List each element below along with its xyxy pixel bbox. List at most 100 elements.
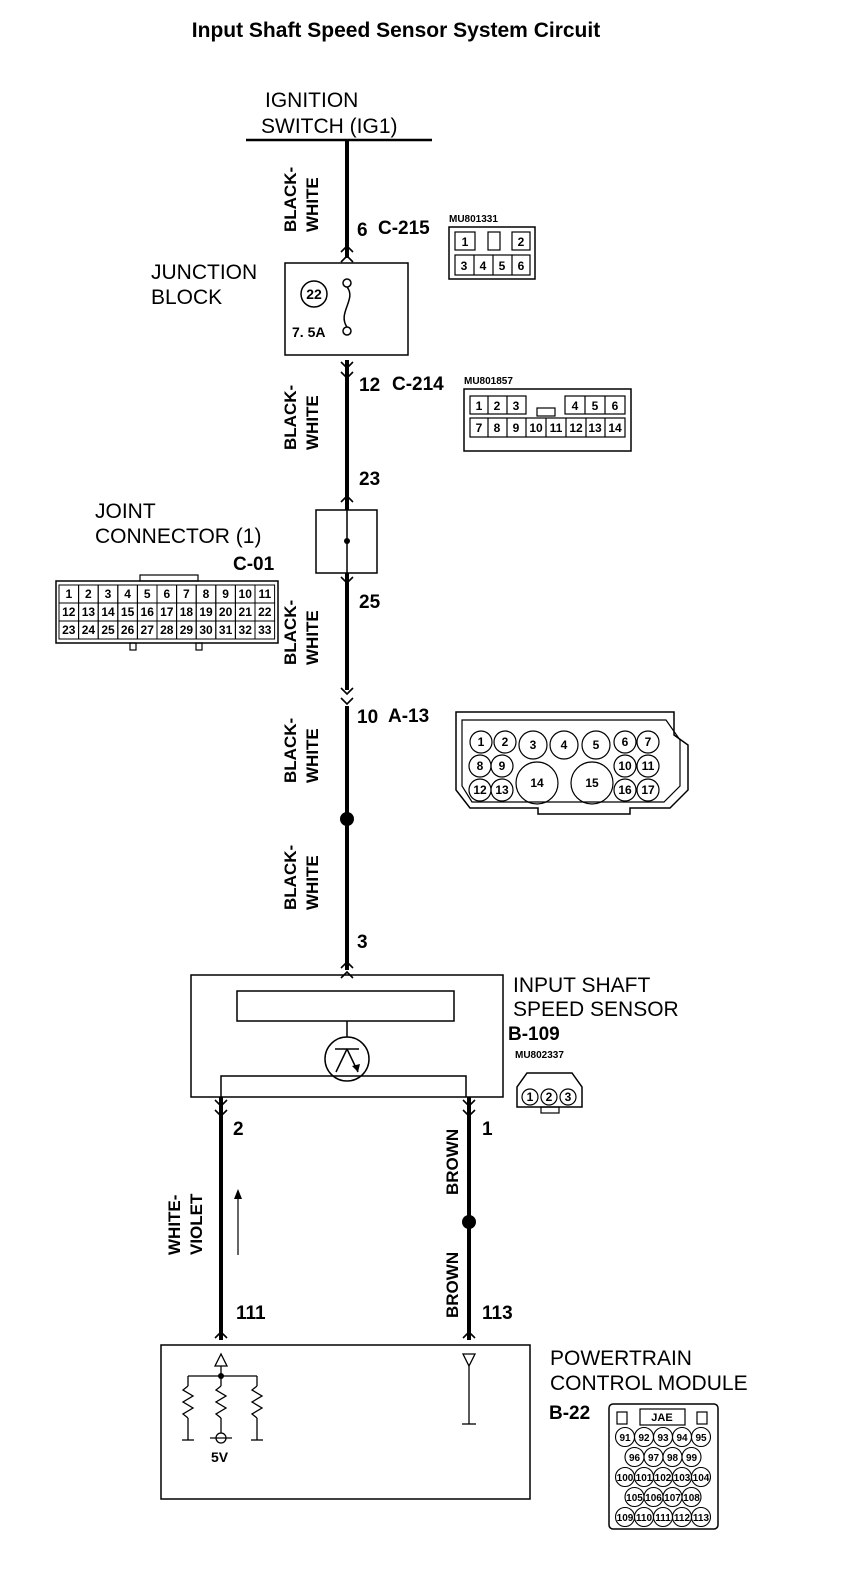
pcm-pin-label: 98 [667, 1453, 679, 1464]
svg-text:5: 5 [499, 259, 506, 273]
svg-text:2: 2 [518, 235, 525, 249]
c01-pin-label: 31 [219, 623, 233, 637]
c01-pin-label: 12 [62, 605, 76, 619]
a13-pin-label: 7 [645, 735, 652, 749]
wire-label-black-white-1: BLACK- WHITE [281, 167, 322, 232]
junction-block-box [284, 262, 409, 356]
c01-pin-label: 14 [101, 605, 115, 619]
connector-chevron-a13 [340, 687, 354, 706]
sensor-output-lines [220, 1075, 467, 1097]
sensor-ground-pin: 1 [482, 1119, 493, 1140]
pcm-pin-label: 109 [617, 1513, 634, 1524]
a13-pin-label: 8 [477, 759, 484, 773]
c01-pin-label: 23 [62, 623, 76, 637]
svg-text:9: 9 [513, 421, 520, 435]
pcm-pin-label: 102 [655, 1473, 672, 1484]
pcm-pin-label: 99 [686, 1453, 698, 1464]
pcm-pin-label: 101 [636, 1473, 653, 1484]
svg-text:1: 1 [476, 399, 483, 413]
svg-text:2: 2 [546, 1090, 553, 1104]
c01-pin-label: 13 [82, 605, 96, 619]
sensor-connector-id: B-109 [508, 1024, 560, 1045]
svg-text:7: 7 [476, 421, 483, 435]
pcm-pin-label: 107 [664, 1493, 681, 1504]
svg-text:6: 6 [612, 399, 619, 413]
c01-pin-label: 22 [258, 605, 272, 619]
svg-text:BROWN: BROWN [443, 1252, 462, 1318]
pcm-pin-label: 106 [645, 1493, 662, 1504]
svg-text:BLACK-: BLACK- [281, 385, 300, 450]
sensor-supply-pin: 3 [357, 932, 368, 953]
connector-chevron-pcm [214, 1330, 476, 1339]
c214-part-number: MU801857 [464, 376, 513, 387]
c01-pin-label: 33 [258, 623, 272, 637]
pcm-signal-pin: 111 [236, 1303, 266, 1324]
svg-text:WHITE-: WHITE- [165, 1195, 184, 1255]
sensor-signal-pin: 2 [233, 1119, 244, 1140]
fuse-rating: 7. 5A [292, 324, 325, 340]
connector-chevron-c214 [340, 361, 354, 380]
a13-pin: 10 [357, 707, 378, 728]
wire-label-black-white-2: BLACK- WHITE [281, 385, 322, 450]
a13-pin-label: 4 [561, 738, 568, 752]
svg-text:1: 1 [527, 1090, 534, 1104]
c01-pin-label: 32 [239, 623, 253, 637]
a13-pin-label: 5 [593, 738, 600, 752]
pcm-pin-label: 113 [693, 1513, 710, 1524]
c214-connector-face: 1 2 3 4 5 6 7 8 9 10 11 12 13 14 [463, 388, 632, 452]
pcm-pin-label: 91 [619, 1433, 631, 1444]
pcm-connector-brand: JAE [651, 1412, 672, 1424]
c01-pin-label: 30 [199, 623, 213, 637]
c01-pin-label: 21 [239, 605, 253, 619]
wire-label-black-white-3: BLACK- WHITE [281, 600, 322, 665]
c01-pin-label: 5 [144, 587, 151, 601]
a13-id: A-13 [388, 706, 429, 727]
joint-connector-id: C-01 [233, 554, 275, 575]
svg-text:6: 6 [518, 259, 525, 273]
pcm-label-line2: CONTROL MODULE [550, 1372, 748, 1395]
sensor-part-number: MU802337 [515, 1050, 564, 1061]
pcm-input-circuit [181, 1352, 264, 1444]
c01-pin-label: 11 [258, 587, 271, 601]
c01-pin-label: 10 [239, 587, 253, 601]
a13-pin-label: 6 [622, 735, 629, 749]
connector-chevron-sensor-supply [340, 960, 354, 979]
c215-part-number: MU801331 [449, 214, 498, 225]
c01-pin-label: 1 [65, 587, 72, 601]
connector-chevron-c215 [340, 244, 354, 263]
c01-pin-label: 8 [203, 587, 210, 601]
joint-connector-label-line1: JOINT [95, 500, 156, 523]
a13-pin-label: 10 [618, 759, 632, 773]
a13-pin-label: 16 [618, 783, 632, 797]
joint-connector-node [344, 538, 350, 544]
pcm-pin-label: 96 [629, 1453, 641, 1464]
pcm-pin-label: 105 [626, 1493, 643, 1504]
c01-pin-label: 18 [180, 605, 194, 619]
connector-chevron-jc-out [340, 576, 354, 585]
svg-text:1: 1 [462, 235, 469, 249]
wire-label-black-white-5: BLACK- WHITE [281, 845, 322, 910]
a13-pin-label: 13 [495, 783, 509, 797]
connector-chevron-sensor-outputs [214, 1099, 476, 1118]
a13-pin-label: 17 [641, 783, 655, 797]
joint-connector-label-line2: CONNECTOR (1) [95, 525, 261, 548]
svg-text:BLACK-: BLACK- [281, 845, 300, 910]
c01-pin-label: 4 [124, 587, 131, 601]
c214-id: C-214 [392, 374, 444, 395]
a13-pin-label: 9 [499, 759, 506, 773]
c215-connector-face: 1 2 3 4 5 6 [448, 226, 536, 280]
svg-text:8: 8 [494, 421, 501, 435]
signal-direction-arrow [234, 1189, 242, 1255]
c01-pin-label: 6 [163, 587, 170, 601]
joint-connector-out-pin: 25 [359, 592, 381, 613]
junction-block-label-line1: JUNCTION [151, 261, 257, 284]
wire-label-brown-2: BROWN [443, 1252, 462, 1318]
pcm-ground-pin: 113 [482, 1303, 513, 1324]
a13-pin-label: 15 [585, 776, 599, 790]
wire-label-black-white-4: BLACK- WHITE [281, 718, 322, 783]
sensor-box [190, 974, 504, 1098]
c01-pin-label: 25 [101, 623, 115, 637]
